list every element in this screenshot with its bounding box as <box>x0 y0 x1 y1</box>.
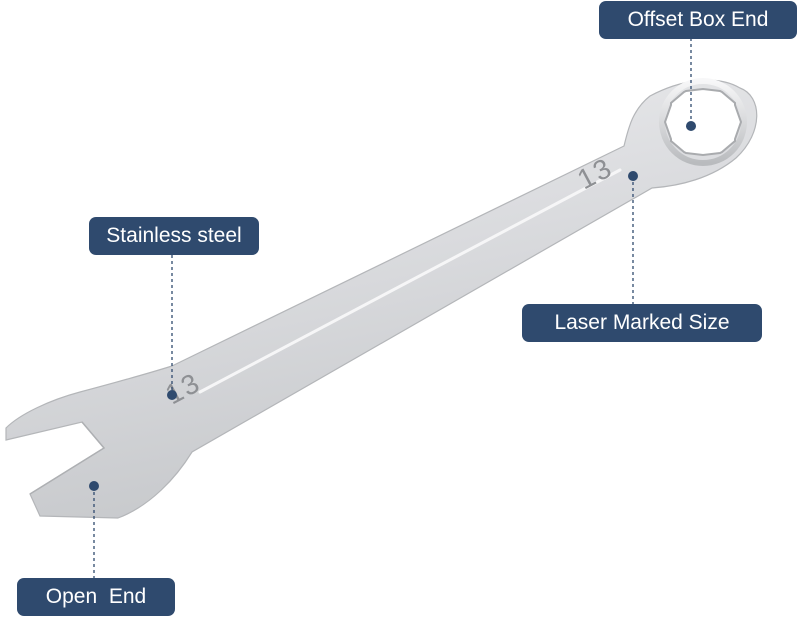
pointer-dot-laser-marked-size <box>628 171 638 181</box>
box-end-opening <box>663 87 743 157</box>
pointer-dot-stainless-steel <box>167 390 177 400</box>
callout-stainless-steel: Stainless steel <box>89 217 259 255</box>
wrench-body <box>5 79 758 519</box>
pointer-dot-offset-box-end <box>686 121 696 131</box>
callout-offset-box-end: Offset Box End <box>599 1 797 39</box>
box-end-ring <box>659 78 747 166</box>
callout-open-end: Open End <box>17 578 175 616</box>
shank-highlight <box>198 168 622 394</box>
open-end-jaw-edge <box>29 421 106 495</box>
pointer-dot-open-end <box>89 481 99 491</box>
callout-laser-marked-size: Laser Marked Size <box>522 304 762 342</box>
